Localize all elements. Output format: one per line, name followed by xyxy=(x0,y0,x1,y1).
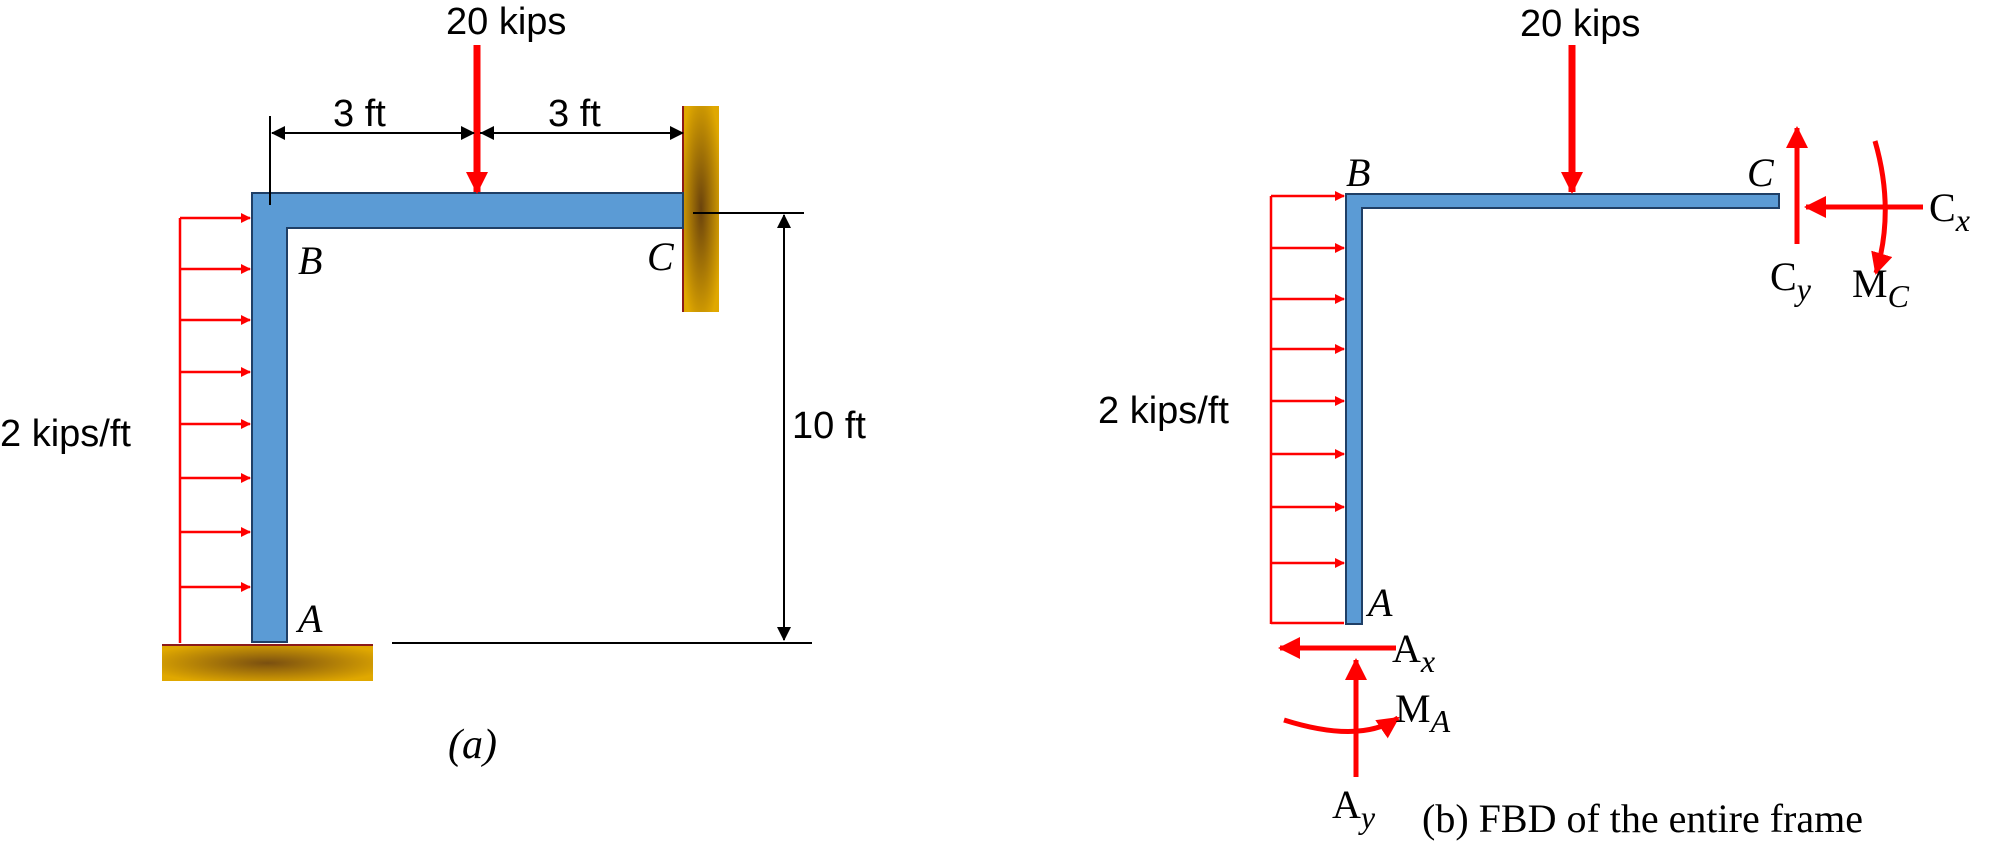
point-label-a-b: A xyxy=(1365,580,1393,625)
fixed-support-a xyxy=(162,645,373,681)
frame-member-b xyxy=(1345,193,1780,625)
dist-load-label-b: 2 kips/ft xyxy=(1098,390,1229,432)
moment-ma-arrow xyxy=(1283,715,1400,739)
reaction-ax-label: Ax xyxy=(1392,626,1435,679)
caption-b: (b) FBD of the entire frame xyxy=(1422,796,1863,841)
moment-mc-arrow xyxy=(1871,140,1893,275)
point-label-b-b: B xyxy=(1346,150,1370,195)
point-label-b-a: B xyxy=(298,238,322,283)
reaction-cy-label: Cy xyxy=(1770,254,1812,307)
point-load-label-a: 20 kips xyxy=(446,1,566,43)
point-label-c-a: C xyxy=(647,234,675,279)
figure-a: 2 kips/ft 20 kips 3 ft 3 ft 10 ft B C A … xyxy=(0,1,866,768)
figure-b: 2 kips/ft 20 kips B C A Cy Cx MC Ax Ay M… xyxy=(1098,3,1970,841)
caption-a: (a) xyxy=(448,722,497,768)
point-label-a-a: A xyxy=(295,596,323,641)
reaction-ma-label: MA xyxy=(1395,686,1451,739)
dim-label-height: 10 ft xyxy=(792,405,866,447)
dim-label-right: 3 ft xyxy=(548,93,601,135)
point-label-c-b: C xyxy=(1747,150,1775,195)
point-load-label-b: 20 kips xyxy=(1520,3,1640,45)
reaction-cx-label: Cx xyxy=(1929,185,1970,238)
fixed-support-c xyxy=(683,106,719,312)
distributed-load-a xyxy=(178,213,251,643)
frame-member-a xyxy=(251,192,684,643)
reaction-mc-label: MC xyxy=(1852,261,1910,314)
distributed-load-b xyxy=(1269,191,1345,625)
dim-label-left: 3 ft xyxy=(333,93,386,135)
dist-load-label-a: 2 kips/ft xyxy=(0,413,131,455)
reaction-ay-label: Ay xyxy=(1332,782,1376,835)
